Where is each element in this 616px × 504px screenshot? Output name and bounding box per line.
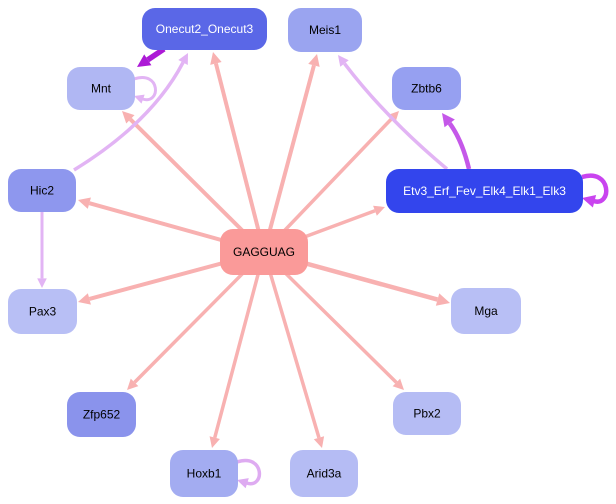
node-hic2: Hic2 (8, 169, 76, 212)
node-zfp652: Zfp652 (67, 392, 136, 437)
arrowhead (178, 53, 188, 65)
node-zbtb6: Zbtb6 (392, 67, 461, 110)
node-pax3: Pax3 (8, 289, 77, 334)
edge-etv3-meis1 (338, 55, 449, 171)
arrowhead (313, 436, 325, 448)
edge-gagguag-meis1 (262, 54, 320, 253)
arrowhead (308, 54, 320, 67)
edge-line (262, 64, 316, 253)
self-loop-line (133, 76, 157, 102)
node-arid3a: Arid3a (290, 450, 358, 497)
arrowhead (78, 197, 91, 209)
node-meis1: Meis1 (288, 8, 362, 52)
node-mga: Mga (451, 288, 521, 334)
edge-onecut2-mnt (137, 46, 166, 67)
node-shape-hoxb1 (170, 450, 238, 497)
self-loop-line (581, 173, 609, 204)
edge-line (146, 46, 166, 63)
node-shape-arid3a (290, 450, 358, 497)
edge-gagguag-onecut2 (210, 52, 266, 253)
arrowhead (137, 54, 152, 67)
edge-hic2-pax3 (37, 211, 47, 288)
node-shape-pbx2 (393, 392, 461, 435)
arrowhead (582, 194, 597, 208)
arrowhead (210, 52, 222, 65)
node-shape-zbtb6 (392, 67, 461, 110)
node-onecut2: Onecut2_Onecut3 (142, 8, 267, 50)
self-loop-line (236, 458, 261, 486)
edge-line (213, 251, 266, 439)
arrowhead (127, 378, 139, 390)
edge-line (262, 251, 321, 439)
arrowhead (392, 378, 404, 390)
node-gagguag: GAGGUAG (220, 229, 308, 275)
edge-line (447, 122, 472, 170)
edge-line (343, 62, 449, 171)
edge-gagguag-hoxb1 (209, 251, 266, 448)
node-shape-etv3 (386, 169, 583, 213)
node-pbx2: Pbx2 (393, 392, 461, 435)
node-shape-pax3 (8, 289, 77, 334)
edge-line (73, 61, 185, 172)
arrowhead (209, 436, 220, 448)
node-shape-mnt (67, 67, 135, 110)
node-hoxb1: Hoxb1 (170, 450, 238, 497)
arrowhead (122, 111, 135, 124)
arrowhead (442, 113, 455, 128)
arrowhead (78, 293, 91, 305)
arrowhead (373, 205, 385, 216)
node-etv3: Etv3_Erf_Fev_Elk4_Elk1_Elk3 (386, 169, 583, 213)
edge-mnt-self-loop (133, 76, 157, 104)
edge-etv3-self-loop (581, 173, 609, 208)
edge-etv3-zbtb6 (442, 113, 472, 170)
node-shape-mga (451, 288, 521, 334)
arrowhead (435, 293, 450, 306)
arrowhead (37, 278, 47, 288)
node-shape-meis1 (288, 8, 362, 52)
arrowhead (387, 111, 399, 123)
edge-gagguag-arid3a (262, 251, 325, 448)
edge-hoxb1-self-loop (236, 458, 261, 489)
node-shape-onecut2 (142, 8, 267, 50)
arrowhead (237, 478, 249, 489)
node-shape-zfp652 (67, 392, 136, 437)
node-shape-hic2 (8, 169, 76, 212)
arrowhead (338, 55, 349, 67)
arrowhead (134, 94, 145, 104)
node-mnt: Mnt (67, 67, 135, 110)
node-shape-gagguag (220, 229, 308, 275)
edge-line (213, 62, 266, 253)
edge-hic2-onecut2 (73, 53, 188, 172)
